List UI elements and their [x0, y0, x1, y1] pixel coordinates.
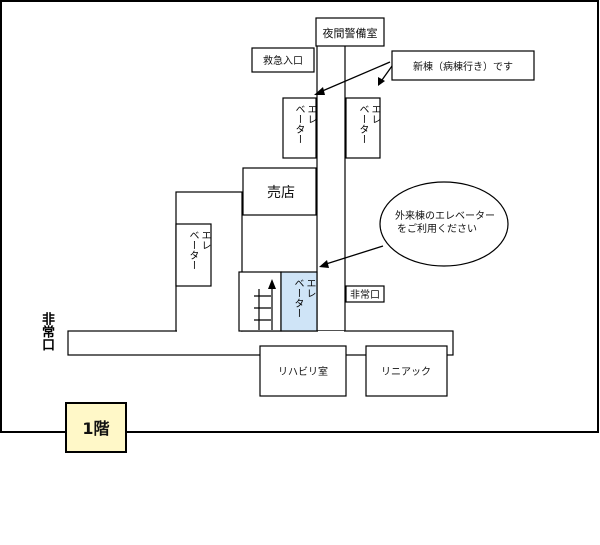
- elevator-new-1: [282, 97, 317, 159]
- arrow-head-icon: [319, 260, 329, 268]
- arrow-to-elevator-1: [319, 61, 391, 93]
- outpatient-callout-line2: をご利用ください: [397, 222, 477, 235]
- emergency-entrance-box: [251, 47, 315, 73]
- outpatient-callout: [379, 181, 509, 267]
- shop-label: 売店: [267, 185, 295, 201]
- linac-room: [365, 345, 448, 397]
- emergency-entrance-label: 救急入口: [263, 54, 303, 67]
- arrow-to-outpatient-elevator: [325, 245, 384, 265]
- stair-arrow-icon: [268, 279, 276, 289]
- rehab-label: リハビリ室: [278, 365, 328, 378]
- arrow-to-elevator-2: [381, 65, 393, 81]
- new-building-label: 新棟（病棟行き）です: [413, 60, 513, 73]
- shop-box: [242, 167, 317, 216]
- arrow-head-icon: [314, 87, 325, 95]
- elevator-label-new-1: エレ ベーター: [293, 104, 316, 144]
- elevator-label-left: エレ ベーター: [187, 230, 210, 270]
- arrow-head-icon: [378, 77, 385, 86]
- emergency-exit-left: 非常口: [36, 312, 54, 362]
- new-building-callout: [391, 50, 535, 81]
- staircase: [238, 271, 282, 332]
- night-guard-room: [315, 17, 385, 47]
- elevator-left: [175, 223, 212, 287]
- rehab-room: [259, 345, 347, 397]
- elevator-label-outpatient: エレ ベーター: [292, 278, 315, 318]
- outpatient-callout-line1: 外来棟のエレベーター: [395, 209, 495, 222]
- floor-badge: [65, 402, 127, 453]
- emergency-exit-right-box: [345, 285, 385, 303]
- emergency-exit-right-label: 非常口: [350, 288, 380, 301]
- floor-label: 1階: [82, 419, 109, 438]
- elevator-outpatient: [280, 271, 318, 332]
- elevator-label-new-2: エレ ベーター: [357, 104, 380, 144]
- linac-label: リニアック: [381, 366, 431, 378]
- night-guard-label: 夜間警備室: [323, 26, 378, 40]
- elevator-new-2: [345, 97, 381, 159]
